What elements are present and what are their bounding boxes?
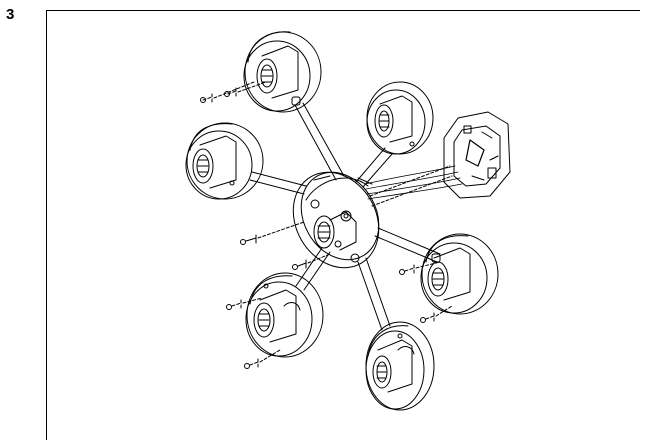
- screws-hub: [240, 165, 453, 270]
- arms: [249, 102, 441, 331]
- canopy: [443, 111, 511, 199]
- screws-right: [399, 261, 453, 323]
- step-frame: [46, 10, 640, 440]
- cup-right: [420, 233, 499, 315]
- cup-bottom: [365, 321, 435, 411]
- arm-lower-left: [295, 247, 331, 291]
- wire-bundle: [364, 165, 463, 200]
- screws-top: [200, 81, 267, 103]
- step-number: 3: [6, 6, 15, 23]
- arm-down: [357, 257, 391, 331]
- arm-right: [374, 227, 441, 263]
- cup-upper-right: [366, 81, 434, 155]
- hub: [292, 171, 380, 269]
- cup-left: [185, 122, 264, 200]
- assembly-diagram: [185, 31, 511, 411]
- cup-lower-left: [245, 272, 324, 358]
- arm-up: [294, 102, 345, 181]
- cup-top: [243, 31, 322, 113]
- screws-lower-left: [226, 297, 281, 369]
- arm-upper-right: [355, 147, 393, 188]
